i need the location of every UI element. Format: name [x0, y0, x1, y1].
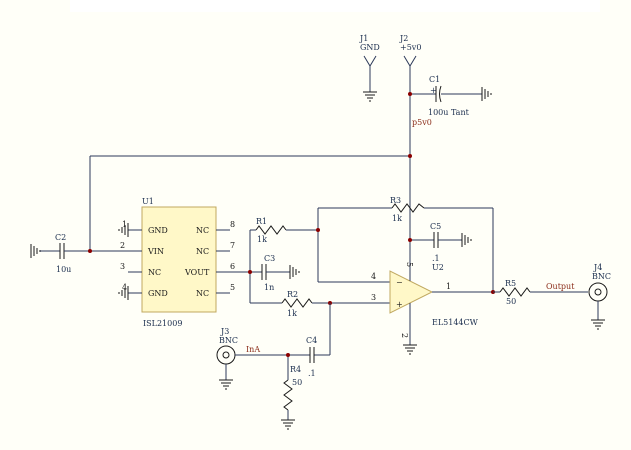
junction-dot: [286, 353, 290, 357]
u1-pin-number: 1: [122, 220, 127, 229]
j2-supply-connector: J2 +5v0 p5v0: [399, 34, 432, 156]
u1-voltage-reference: U1 ISL21009 GND VIN NC GND 1 2 3 4 NC NC…: [118, 197, 235, 328]
u2-inverting-sign: −: [396, 278, 403, 287]
j4-bnc-connector: J4 BNC: [588, 263, 611, 330]
j3-bnc-connector: J3 BNC: [216, 327, 238, 390]
j2-name-label: +5v0: [400, 43, 421, 52]
r5-ref-label: R5: [505, 279, 516, 288]
u1-pin-name: VOUT: [184, 268, 210, 277]
u1-pin-name: GND: [148, 226, 168, 235]
junction-dot: [408, 92, 412, 96]
j2-ref-label: J2: [399, 34, 408, 43]
j3-ref-label: J3: [220, 327, 229, 336]
r4-resistor: R4 50: [281, 365, 302, 430]
j1-gnd-connector: J1 GND: [359, 34, 380, 102]
u1-pin-name: NC: [196, 226, 209, 235]
supply-loop-wire: [89, 155, 411, 290]
c1-value-label: 100u Tant: [428, 108, 470, 117]
junction-dot: [316, 228, 320, 232]
u2-pin-number: 5: [405, 262, 414, 267]
u1-pin-number: 4: [122, 283, 127, 292]
p5v0-net-label: p5v0: [412, 118, 432, 127]
u2-op-amp: − + 4 3 1 5 2 U2 EL5144CW: [371, 262, 493, 355]
u2-pin-number: 1: [446, 282, 451, 291]
r5-resistor: R5 50 Output: [493, 279, 588, 306]
c3-value-label: 1n: [264, 283, 274, 292]
u1-pin-number: 7: [230, 241, 235, 250]
r1-resistor: R1 1k: [255, 217, 318, 244]
u2-pin-number: 3: [371, 293, 376, 302]
r4-ref-label: R4: [290, 365, 301, 374]
ina-net-label: InA: [246, 345, 260, 354]
u2-ref-label: U2: [432, 263, 444, 272]
junction-dot: [408, 154, 412, 158]
u1-pin-name: NC: [196, 247, 209, 256]
u1-pin-number: 6: [230, 262, 235, 271]
c2-value-label: 10u: [56, 265, 71, 274]
title-bar-strip: [70, 0, 600, 12]
r2-resistor: R2 1k: [281, 290, 390, 318]
u2-pin-number: 4: [371, 272, 376, 281]
r2-value-label: 1k: [287, 309, 297, 318]
u1-pin-number: 2: [120, 241, 125, 250]
junction-dot: [248, 270, 252, 274]
c5-capacitor: C5 .1: [410, 222, 472, 263]
c5-ref-label: C5: [430, 222, 441, 231]
c3-capacitor: C3 1n: [261, 254, 300, 292]
r4-value-label: 50: [292, 378, 302, 387]
r1-value-label: 1k: [257, 235, 267, 244]
u1-pin-name: NC: [196, 289, 209, 298]
r2-ref-label: R2: [287, 290, 298, 299]
r3-ref-label: R3: [390, 196, 401, 205]
c2-ref-label: C2: [55, 233, 66, 242]
u1-pin-number: 3: [120, 262, 125, 271]
r3-value-label: 1k: [392, 214, 402, 223]
c3-ref-label: C3: [264, 254, 275, 263]
u1-part-label: ISL21009: [143, 319, 182, 328]
c1-polarity-mark: +: [430, 86, 437, 95]
c4-capacitor: C4 .1: [306, 336, 317, 378]
j3-name-label: BNC: [219, 336, 238, 345]
j1-name-label: GND: [360, 43, 380, 52]
u1-pin-name: GND: [148, 289, 168, 298]
u1-ref-label: U1: [142, 197, 154, 206]
u2-pin-number: 2: [400, 333, 409, 338]
c1-capacitor: C1 + 100u Tant: [410, 75, 492, 117]
feedback-network-wire: [317, 207, 494, 292]
c1-ref-label: C1: [429, 75, 440, 84]
j1-ref-label: J1: [359, 34, 368, 43]
u1-pin-name: NC: [148, 268, 161, 277]
c4-value-label: .1: [308, 369, 316, 378]
u1-pin-number: 8: [230, 220, 235, 229]
u1-pin-name: VIN: [147, 247, 164, 256]
j4-ref-label: J4: [593, 263, 602, 272]
c2-capacitor: C2 10u: [30, 233, 140, 274]
r1-ref-label: R1: [256, 217, 267, 226]
r3-resistor: R3 1k: [390, 196, 425, 223]
u2-part-label: EL5144CW: [432, 318, 479, 327]
input-net-wire: InA: [235, 303, 331, 380]
output-net-label: Output: [546, 282, 575, 291]
junction-dot: [408, 238, 412, 242]
junction-dot: [88, 249, 92, 253]
vout-net-wire: [230, 229, 282, 304]
j4-name-label: BNC: [592, 272, 611, 281]
r5-value-label: 50: [506, 297, 516, 306]
c5-value-label: .1: [432, 254, 440, 263]
c4-ref-label: C4: [306, 336, 317, 345]
u2-noninverting-sign: +: [396, 300, 403, 309]
u1-pin-number: 5: [230, 283, 235, 292]
